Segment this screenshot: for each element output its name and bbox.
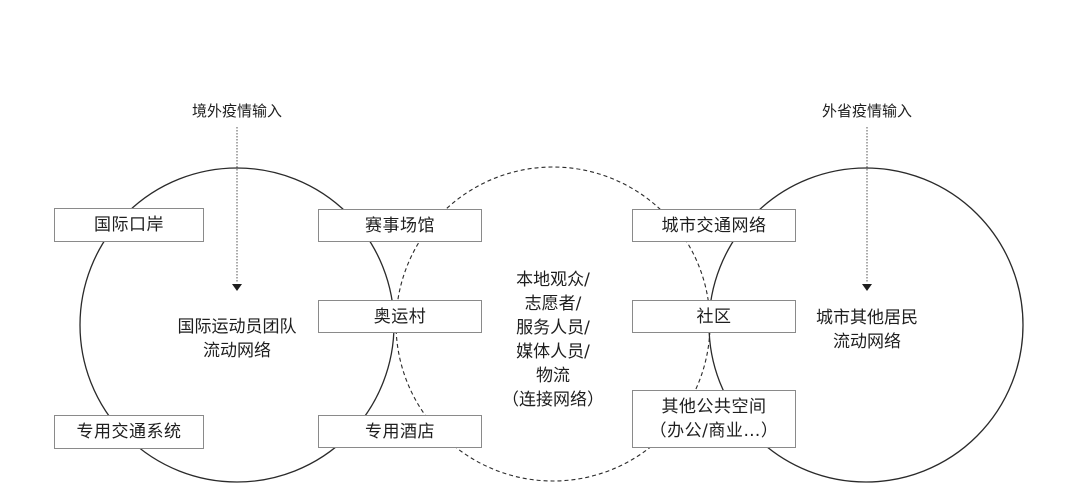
overseas-input-arrowhead-icon — [232, 284, 242, 291]
title-line: 国际运动员团队 — [177, 317, 297, 337]
title-line: 本地观众/ — [516, 270, 590, 290]
title-line: 流动网络 — [203, 341, 271, 361]
title-line: （连接网络） — [502, 390, 604, 410]
title-line: 媒体人员/ — [516, 342, 590, 362]
node-urban-transport-network: 城市交通网络 — [632, 209, 796, 242]
title-line: 城市其他居民 — [816, 308, 918, 328]
title-line: 物流 — [536, 366, 570, 386]
international-athlete-network-title: 国际运动员团队 流动网络 — [157, 315, 317, 363]
overseas-epidemic-input-label: 境外疫情输入 — [191, 102, 282, 120]
connection-network-title: 本地观众/ 志愿者/ 服务人员/ 媒体人员/ 物流 （连接网络） — [483, 268, 623, 412]
node-community: 社区 — [632, 300, 796, 333]
node-olympic-village: 奥运村 — [318, 300, 482, 333]
node-other-public-spaces: 其他公共空间 （办公/商业…） — [632, 390, 796, 448]
node-dedicated-hotels: 专用酒店 — [318, 415, 482, 448]
title-line: 志愿者/ — [524, 294, 582, 314]
city-residents-network-title: 城市其他居民 流动网络 — [797, 306, 937, 354]
node-label: 其他公共空间 — [661, 397, 767, 417]
title-line: 服务人员/ — [516, 318, 590, 338]
node-label: 城市交通网络 — [661, 215, 767, 236]
node-label-sub: （办公/商业…） — [649, 421, 779, 441]
provincial-input-arrowhead-icon — [862, 284, 872, 291]
node-international-port: 国际口岸 — [54, 208, 204, 242]
provincial-epidemic-input-label: 外省疫情输入 — [821, 102, 912, 120]
node-competition-venues: 赛事场馆 — [318, 209, 482, 242]
title-line: 流动网络 — [833, 332, 901, 352]
node-label: 社区 — [696, 306, 732, 327]
node-dedicated-transport-system: 专用交通系统 — [54, 415, 204, 449]
